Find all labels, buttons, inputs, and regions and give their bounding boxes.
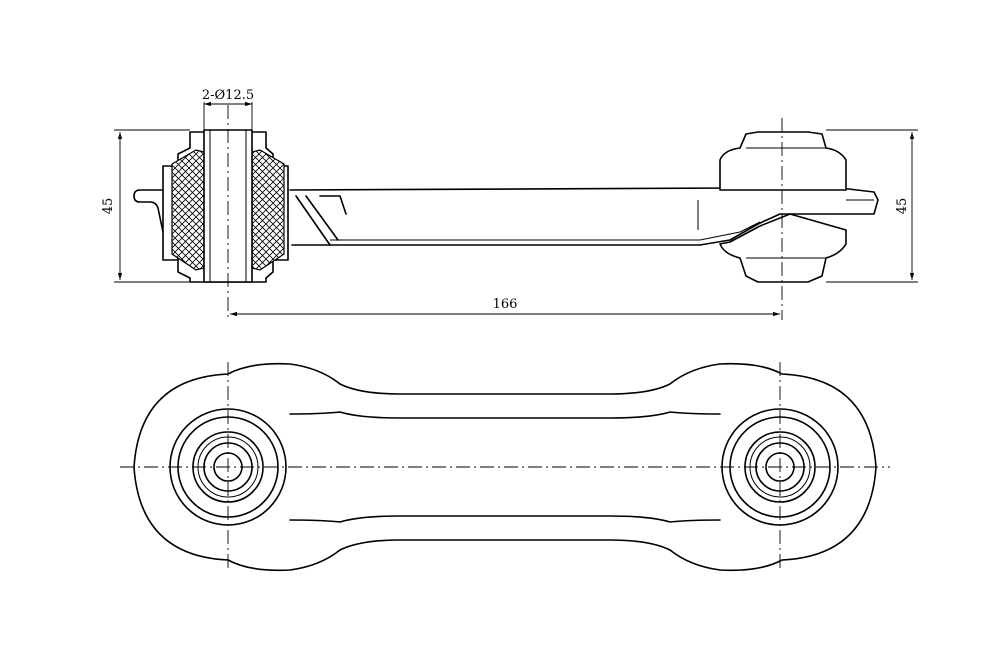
right-joint-lower	[719, 213, 847, 283]
height-dimension-left-label: 45	[101, 198, 116, 215]
bore-dimension-label: 2-Ø12.5	[202, 88, 254, 103]
height-dimension-left: 45	[101, 129, 190, 283]
left-bracket-tab	[133, 189, 164, 233]
arm-inner-rib	[289, 411, 721, 523]
center-distance-dimension: 166	[230, 297, 780, 317]
left-rubber-section-b	[251, 149, 285, 271]
bore-dimension: 2-Ø12.5	[202, 88, 254, 130]
left-rubber-section-a	[171, 149, 205, 271]
right-joint-body	[719, 131, 847, 191]
height-dimension-right-label: 45	[895, 198, 910, 215]
center-distance-label: 166	[493, 297, 518, 312]
side-view	[133, 129, 879, 283]
height-dimension-right: 45	[826, 129, 918, 283]
